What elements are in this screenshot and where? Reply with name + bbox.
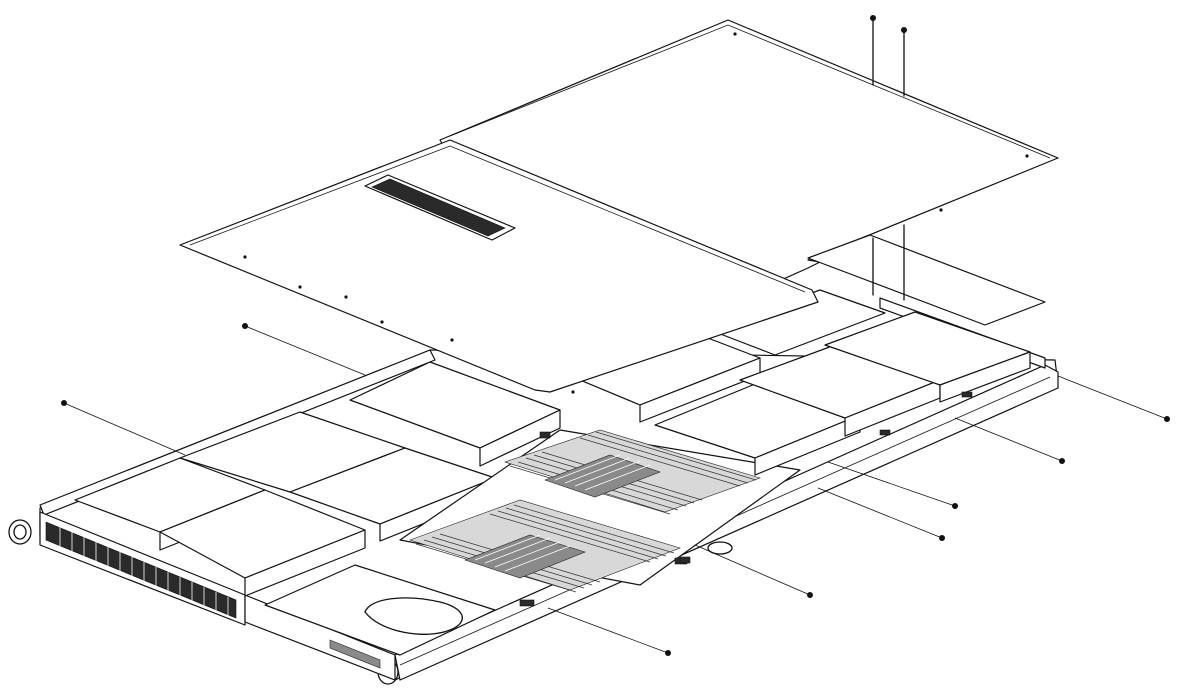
rail-details xyxy=(679,391,973,564)
screw-right-4 xyxy=(817,487,945,541)
screw-left-1 xyxy=(61,400,186,456)
rack-handle-left xyxy=(8,519,32,545)
cpu-heatsink-2 xyxy=(464,534,586,579)
motherboard xyxy=(399,429,801,607)
screw-left-2 xyxy=(242,323,366,376)
screw-right-1 xyxy=(1057,375,1170,422)
chassis-left-rail xyxy=(39,349,436,516)
screw-right-3 xyxy=(827,461,958,509)
rear-drive-trays xyxy=(579,289,1031,476)
screw-right-2 xyxy=(954,417,1065,464)
screw-top-2 xyxy=(901,27,907,97)
screw-top-1 xyxy=(870,15,876,86)
memory-modules-upper xyxy=(504,429,761,515)
cover-screws xyxy=(61,15,1170,656)
drive-trays xyxy=(74,361,561,656)
rear-cover-flange xyxy=(807,234,1046,326)
front-vents xyxy=(45,521,237,619)
front-top-cover xyxy=(179,139,819,394)
screw-right-6 xyxy=(547,607,671,656)
psu-tray xyxy=(264,564,496,656)
front-top-cover-panel xyxy=(179,139,819,393)
cpu-heatsink-1 xyxy=(544,454,661,498)
memory-modules-lower xyxy=(409,499,681,593)
